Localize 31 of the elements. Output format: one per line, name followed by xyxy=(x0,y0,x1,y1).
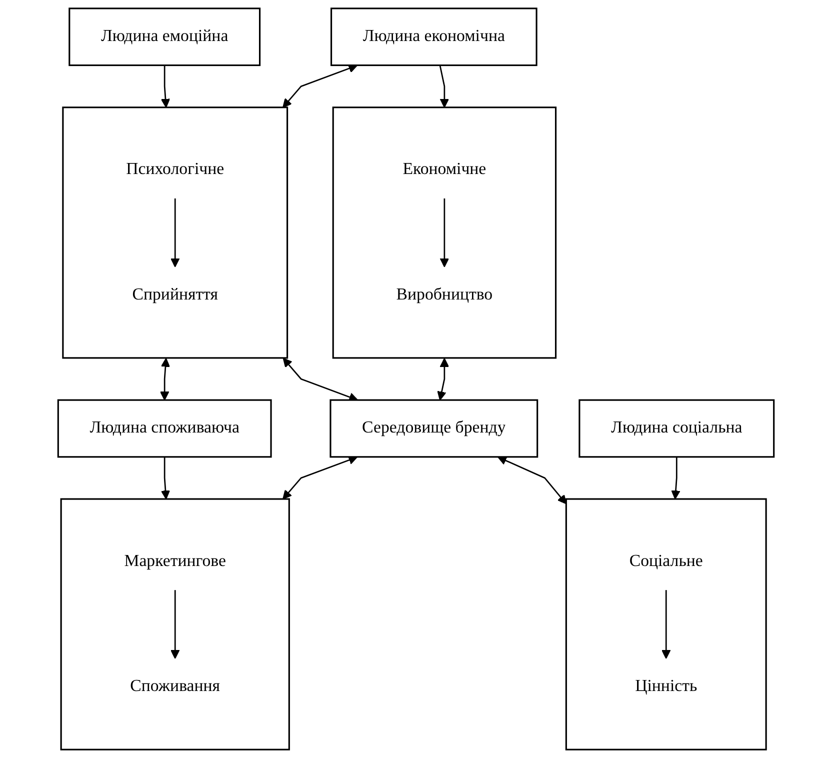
arrow xyxy=(170,198,180,268)
arrow xyxy=(439,65,450,108)
arrow xyxy=(282,456,358,500)
node-text: Економічне xyxy=(402,160,486,178)
arrow xyxy=(282,358,358,402)
arrow xyxy=(160,358,170,400)
arrow xyxy=(282,64,358,108)
arrow xyxy=(160,456,170,500)
arrow xyxy=(170,590,180,659)
arrow xyxy=(671,456,680,500)
node-box: Середовище бренду xyxy=(330,399,538,458)
node-box: Людина емоційна xyxy=(68,8,261,66)
node-text: Психологічне xyxy=(126,160,224,178)
node-box: Людина соціальна xyxy=(578,399,775,458)
arrow xyxy=(440,198,450,268)
arrow xyxy=(160,65,170,108)
arrow xyxy=(437,358,450,400)
node-text: Цінність xyxy=(635,677,698,696)
cluster xyxy=(332,106,557,359)
node-box: Людина економічна xyxy=(330,8,538,66)
arrow xyxy=(498,456,567,504)
cluster xyxy=(60,498,290,750)
node-text: Маркетингове xyxy=(124,552,226,570)
cluster xyxy=(565,498,767,750)
node-box: Людина споживаюча xyxy=(57,399,272,458)
node-text: Виробництво xyxy=(396,286,493,304)
node-text: Сприйняття xyxy=(132,286,218,304)
cluster xyxy=(62,106,288,359)
arrow xyxy=(661,590,671,659)
node-text: Споживання xyxy=(130,677,220,696)
node-text: Соціальне xyxy=(629,552,703,570)
